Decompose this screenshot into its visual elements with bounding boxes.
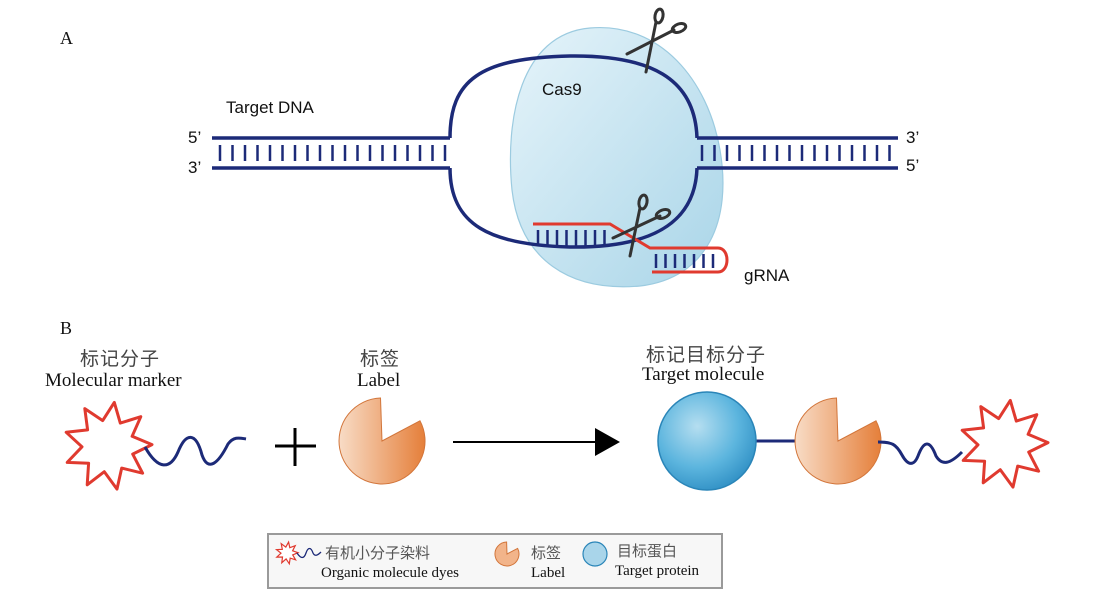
grna-strand — [533, 222, 729, 274]
dye-star — [64, 400, 154, 491]
target-protein — [657, 391, 757, 491]
legend: 有机小分子染料 Organic molecule dyes 标签 Label 目… — [267, 533, 723, 589]
legend-dye-cn: 有机小分子染料 — [325, 546, 431, 562]
label-icon — [494, 541, 520, 567]
legend-icons — [274, 540, 608, 567]
scissors-icon — [611, 193, 672, 258]
legend-dye-en: Organic molecule dyes — [321, 565, 460, 581]
label-tag — [338, 397, 426, 485]
scissors-icon — [625, 7, 688, 74]
dna-bubble-bottom — [448, 167, 699, 249]
grna-hairpin-base-pairs — [654, 254, 715, 268]
dna-bubble-top — [448, 54, 699, 139]
reaction-arrow — [453, 428, 620, 456]
left-bottom-end-label: 3’ — [188, 158, 202, 177]
product-label-en: Target molecule — [642, 364, 765, 385]
panel-a-label: A — [60, 28, 73, 48]
marker-label-cn: 标记分子 — [80, 349, 161, 370]
tag-label-en: Label — [357, 370, 401, 391]
marker-linker — [143, 435, 247, 467]
marker-label-en: Molecular marker — [45, 370, 182, 391]
target-dna-label: Target DNA — [226, 98, 314, 117]
plus-sign — [275, 428, 316, 466]
protein-icon — [582, 541, 608, 567]
legend-label-cn: 标签 — [531, 546, 562, 562]
grna-base-pairs — [536, 230, 606, 246]
product-label-cn: 标记目标分子 — [646, 345, 767, 366]
label-tag — [794, 397, 882, 485]
right-bottom-end-label: 5’ — [906, 156, 920, 175]
dye-icon-linker — [296, 547, 322, 559]
right-top-end-label: 3’ — [906, 128, 920, 147]
tag-label-cn: 标签 — [360, 349, 401, 370]
panel-b-label: B — [60, 318, 73, 338]
dye-icon — [274, 540, 300, 566]
left-top-end-label: 5’ — [188, 128, 202, 147]
dna-right-base-pairs — [700, 145, 891, 161]
legend-label-en: Label — [531, 565, 566, 581]
cas9-label: Cas9 — [542, 80, 582, 99]
legend-protein-cn: 目标蛋白 — [617, 544, 678, 560]
legend-protein-en: Target protein — [615, 563, 700, 579]
dna-left-base-pairs — [218, 145, 447, 161]
dye-linker — [877, 440, 964, 465]
grna-label: gRNA — [744, 266, 790, 285]
dye-star — [960, 398, 1050, 489]
